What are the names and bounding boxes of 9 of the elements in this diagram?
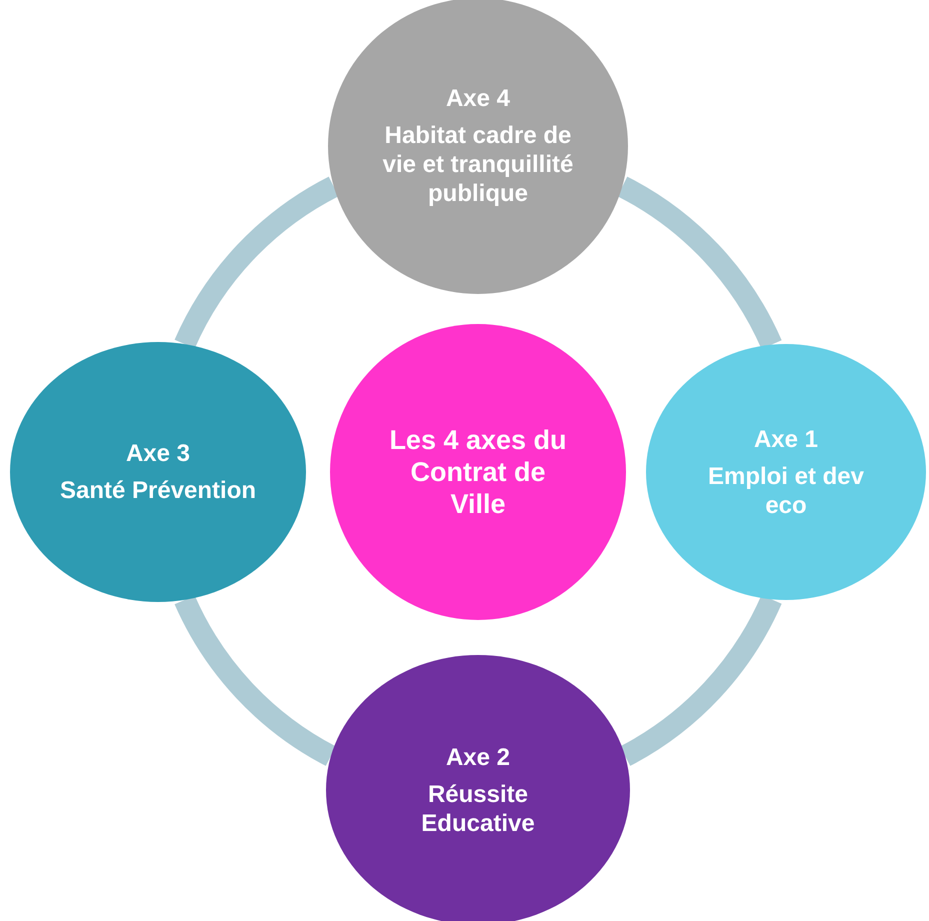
node-label: Habitat cadre de vie et tranquillité publique [382,121,574,208]
node-label: Santé Prévention [60,476,256,505]
axis-number: Axe 3 [126,439,190,468]
node-label: Emploi et dev eco [706,462,866,520]
node-label: Les 4 axes du Contrat de Ville [388,424,568,520]
axis-number: Axe 1 [754,424,818,454]
axis-number: Axe 2 [446,742,510,772]
axis-number: Axe 4 [446,84,510,113]
node-label: Réussite Educative [420,780,536,838]
